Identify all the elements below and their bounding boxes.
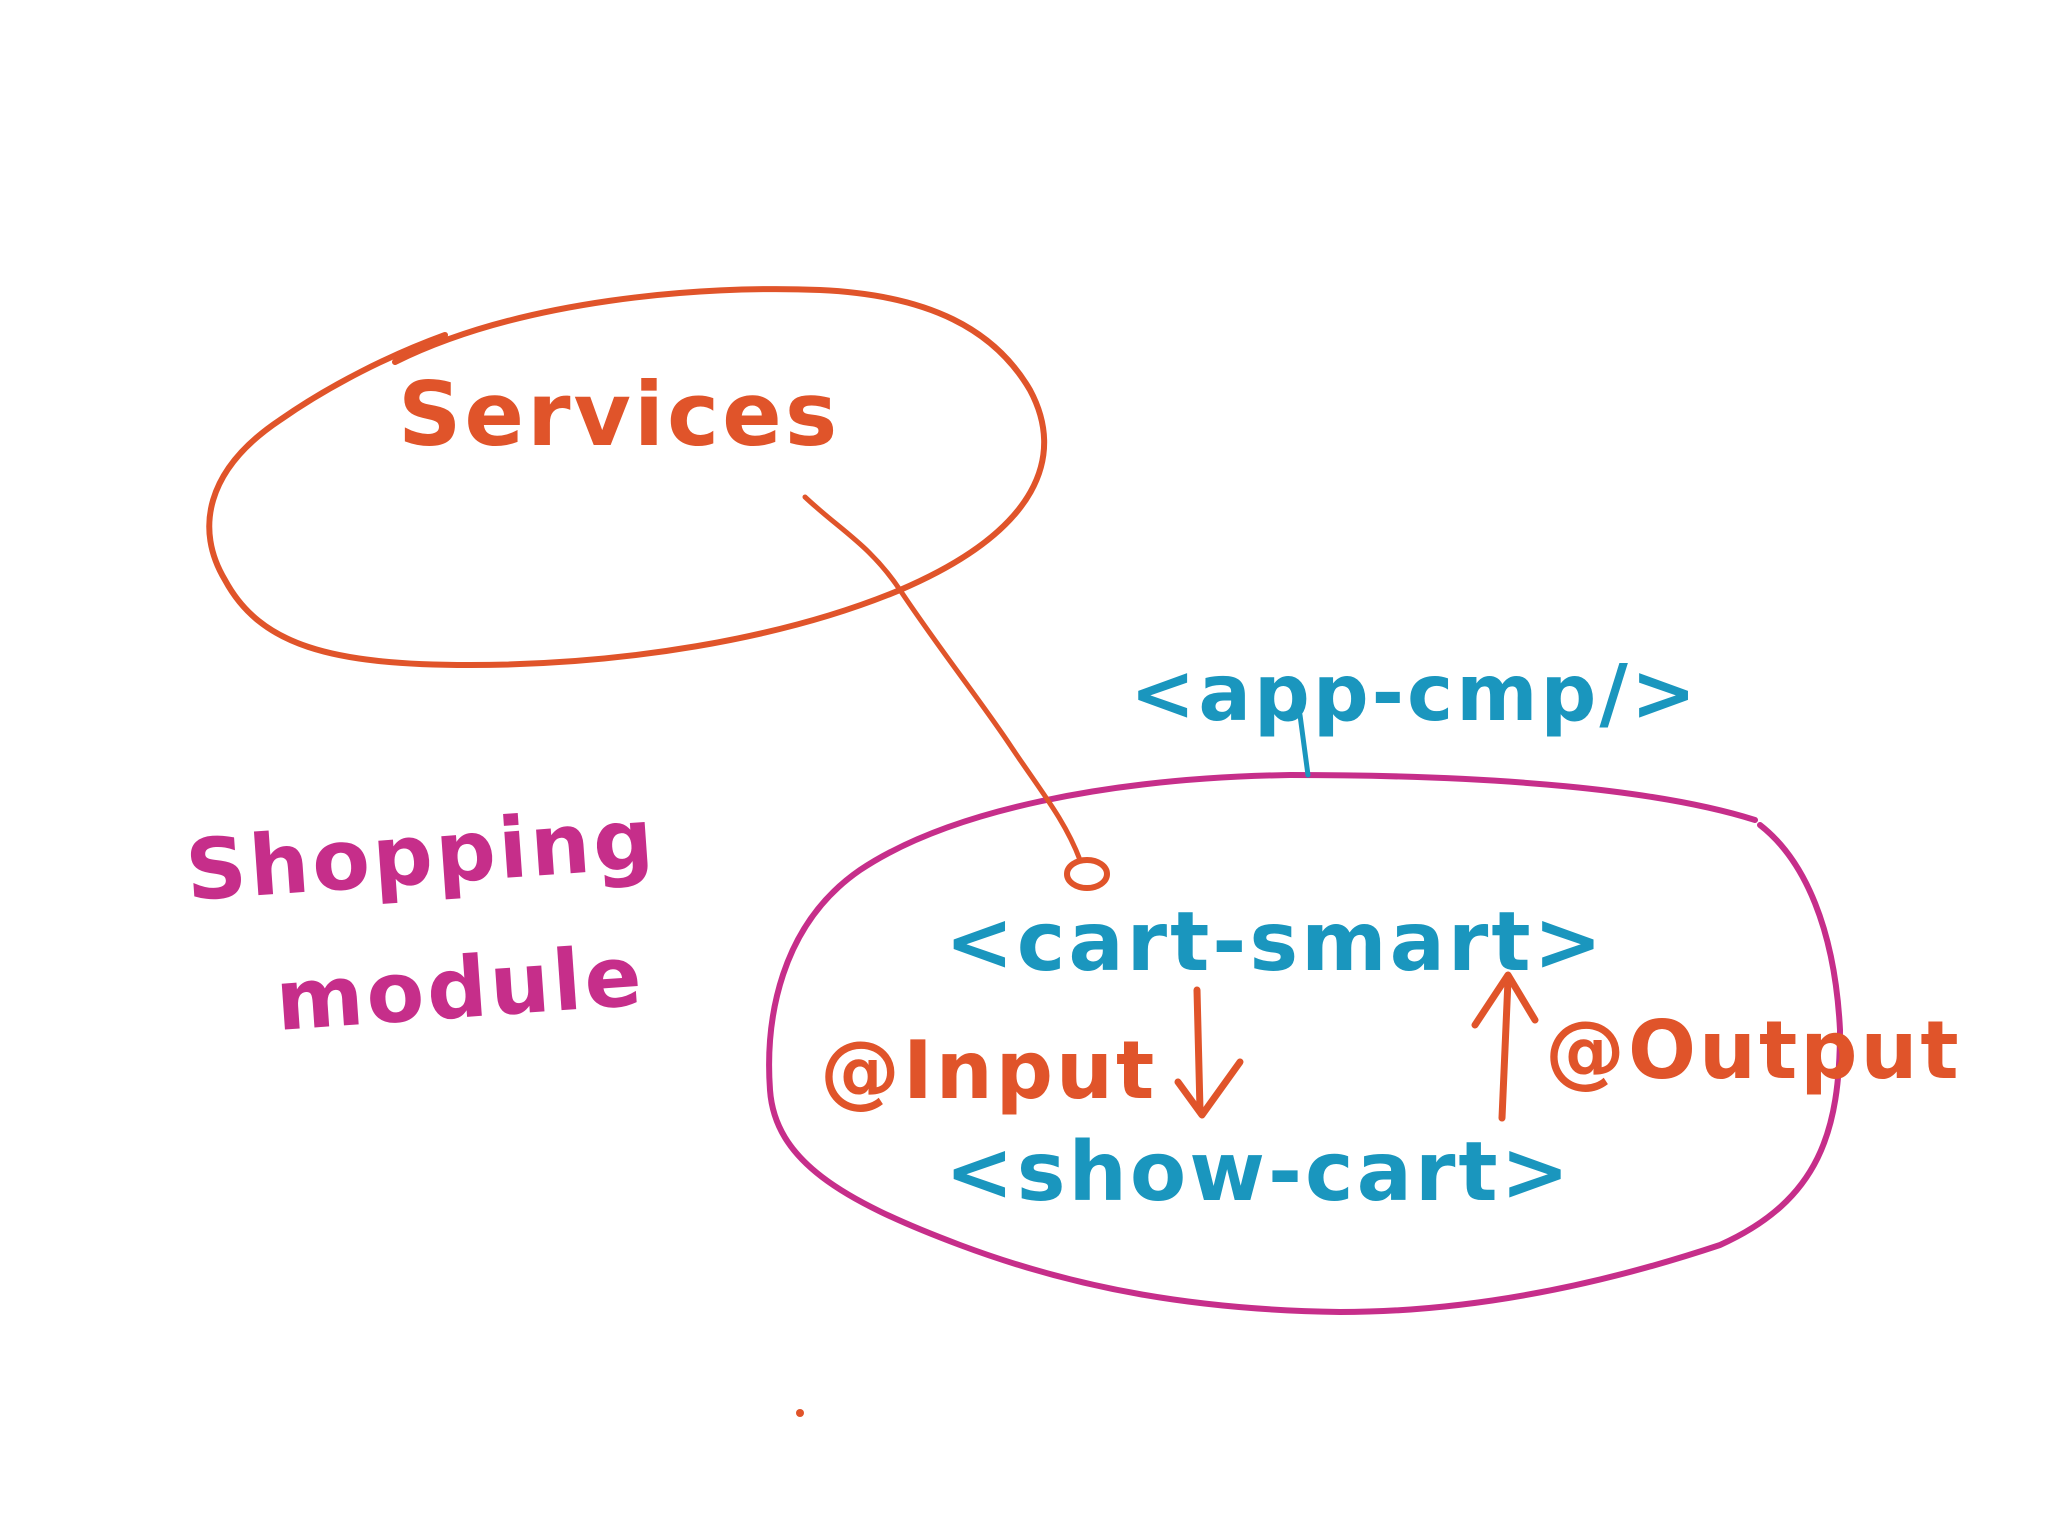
module-label-line2: module	[273, 926, 648, 1049]
stray-ink-dot	[796, 1409, 804, 1417]
cart-smart-label: <cart-smart>	[945, 895, 1605, 990]
show-cart-label: <show-cart>	[945, 1125, 1572, 1220]
services-connector-line	[802, 494, 1083, 863]
output-up-arrow-icon	[1471, 971, 1539, 1122]
input-decorator-label: @Input	[820, 1024, 1157, 1117]
services-ellipse	[206, 286, 1048, 669]
services-label: Services	[398, 363, 840, 466]
module-label-line1: Shopping	[183, 789, 660, 920]
output-decorator-label: @Output	[1545, 1004, 1962, 1097]
connector-endpoint-dot	[1064, 857, 1110, 891]
module-ellipse	[766, 771, 1844, 1316]
app-cmp-connector-tick	[1297, 712, 1311, 778]
input-down-arrow-icon	[1174, 986, 1244, 1119]
app-cmp-label: <app-cmp/>	[1130, 649, 1699, 739]
